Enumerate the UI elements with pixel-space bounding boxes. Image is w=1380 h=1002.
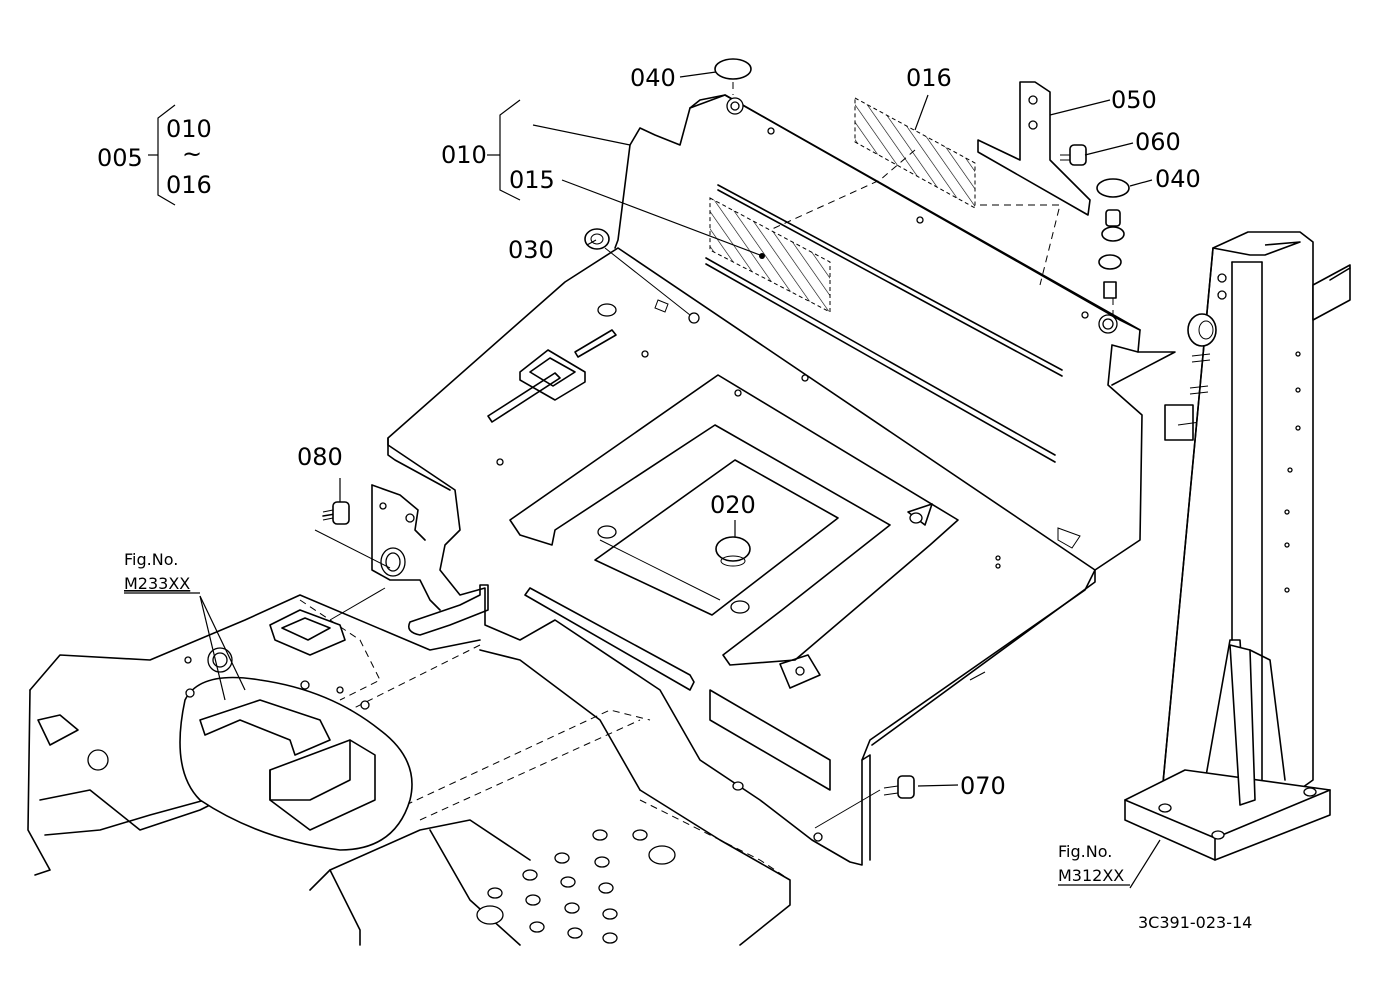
callout-030: 030 xyxy=(508,236,554,264)
right-fig-code: M312XX xyxy=(1058,866,1124,885)
callout-015: 015 xyxy=(509,166,555,194)
callout-016: 016 xyxy=(906,64,952,92)
right-frame xyxy=(1124,231,1351,861)
callout-080: 080 xyxy=(297,443,343,471)
bracket-050 xyxy=(977,81,1091,216)
callout-040-right: 040 xyxy=(1155,165,1201,193)
left-fig-code: M233XX xyxy=(124,574,190,593)
grommet-020 xyxy=(715,536,751,562)
seat-panel xyxy=(314,58,1201,866)
floor-holes xyxy=(476,829,676,944)
callout-labels: 005 010 ~ 016 010 015 016 020 030 040 04… xyxy=(97,64,1252,932)
left-fig-label: Fig.No. xyxy=(124,550,178,569)
callout-005-range-end: 016 xyxy=(166,171,212,199)
decal-016 xyxy=(854,97,976,209)
callout-005-range-tilde: ~ xyxy=(182,140,202,168)
callout-010: 010 xyxy=(441,141,487,169)
callout-070: 070 xyxy=(960,772,1006,800)
right-fig-label: Fig.No. xyxy=(1058,842,1112,861)
callout-040-top: 040 xyxy=(630,64,676,92)
drawing-number: 3C391-023-14 xyxy=(1138,913,1252,932)
leader-lines xyxy=(148,71,1161,889)
decal-015 xyxy=(709,197,831,313)
cap-040-top xyxy=(714,58,752,80)
callout-050: 050 xyxy=(1111,86,1157,114)
cap-040-right xyxy=(1096,178,1130,198)
callout-060: 060 xyxy=(1135,128,1181,156)
callout-005-range-start: 010 xyxy=(166,115,212,143)
callout-020: 020 xyxy=(710,491,756,519)
callout-005: 005 xyxy=(97,144,143,172)
